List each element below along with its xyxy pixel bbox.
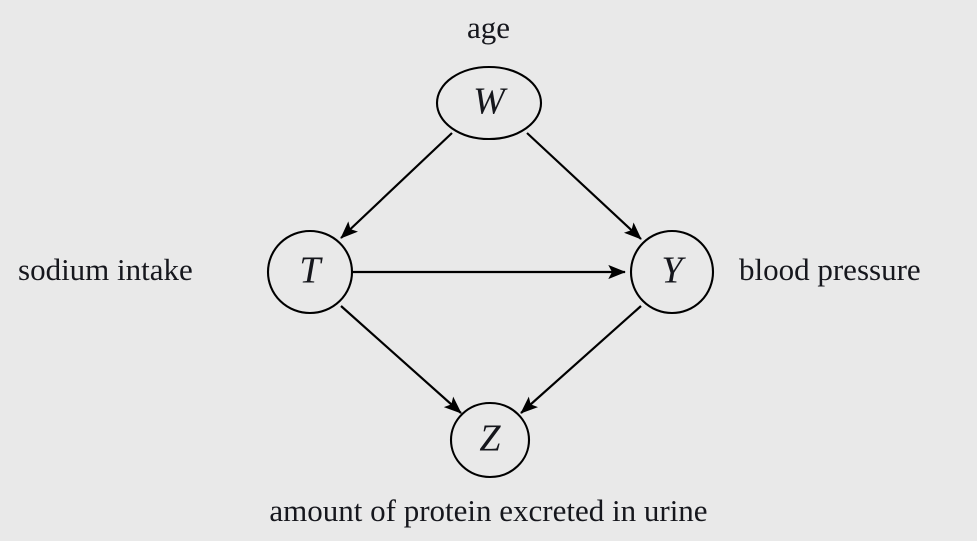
- node-z-letter: Z: [479, 418, 501, 460]
- edge-w-to-y: [526, 132, 642, 240]
- edge-w-to-t: [340, 132, 453, 239]
- label-sodium-intake: sodium intake: [18, 252, 193, 287]
- node-y-shape: [629, 229, 715, 315]
- node-y[interactable]: Y: [629, 229, 715, 315]
- label-age: age: [466, 10, 511, 45]
- node-t[interactable]: T: [266, 229, 354, 315]
- edge-y-to-z: [520, 305, 642, 414]
- node-w-shape: [435, 65, 543, 141]
- node-t-letter: T: [299, 250, 323, 292]
- node-w-letter: W: [473, 81, 508, 123]
- node-z-shape: [449, 401, 531, 479]
- label-blood-pressure: blood pressure: [739, 252, 921, 287]
- node-w[interactable]: W: [435, 65, 543, 141]
- node-y-letter: Y: [661, 250, 686, 292]
- label-protein-excreted: amount of protein excreted in urine: [269, 493, 708, 528]
- node-z[interactable]: Z: [449, 401, 531, 479]
- edge-t-to-z: [340, 305, 462, 414]
- node-t-shape: [266, 229, 354, 315]
